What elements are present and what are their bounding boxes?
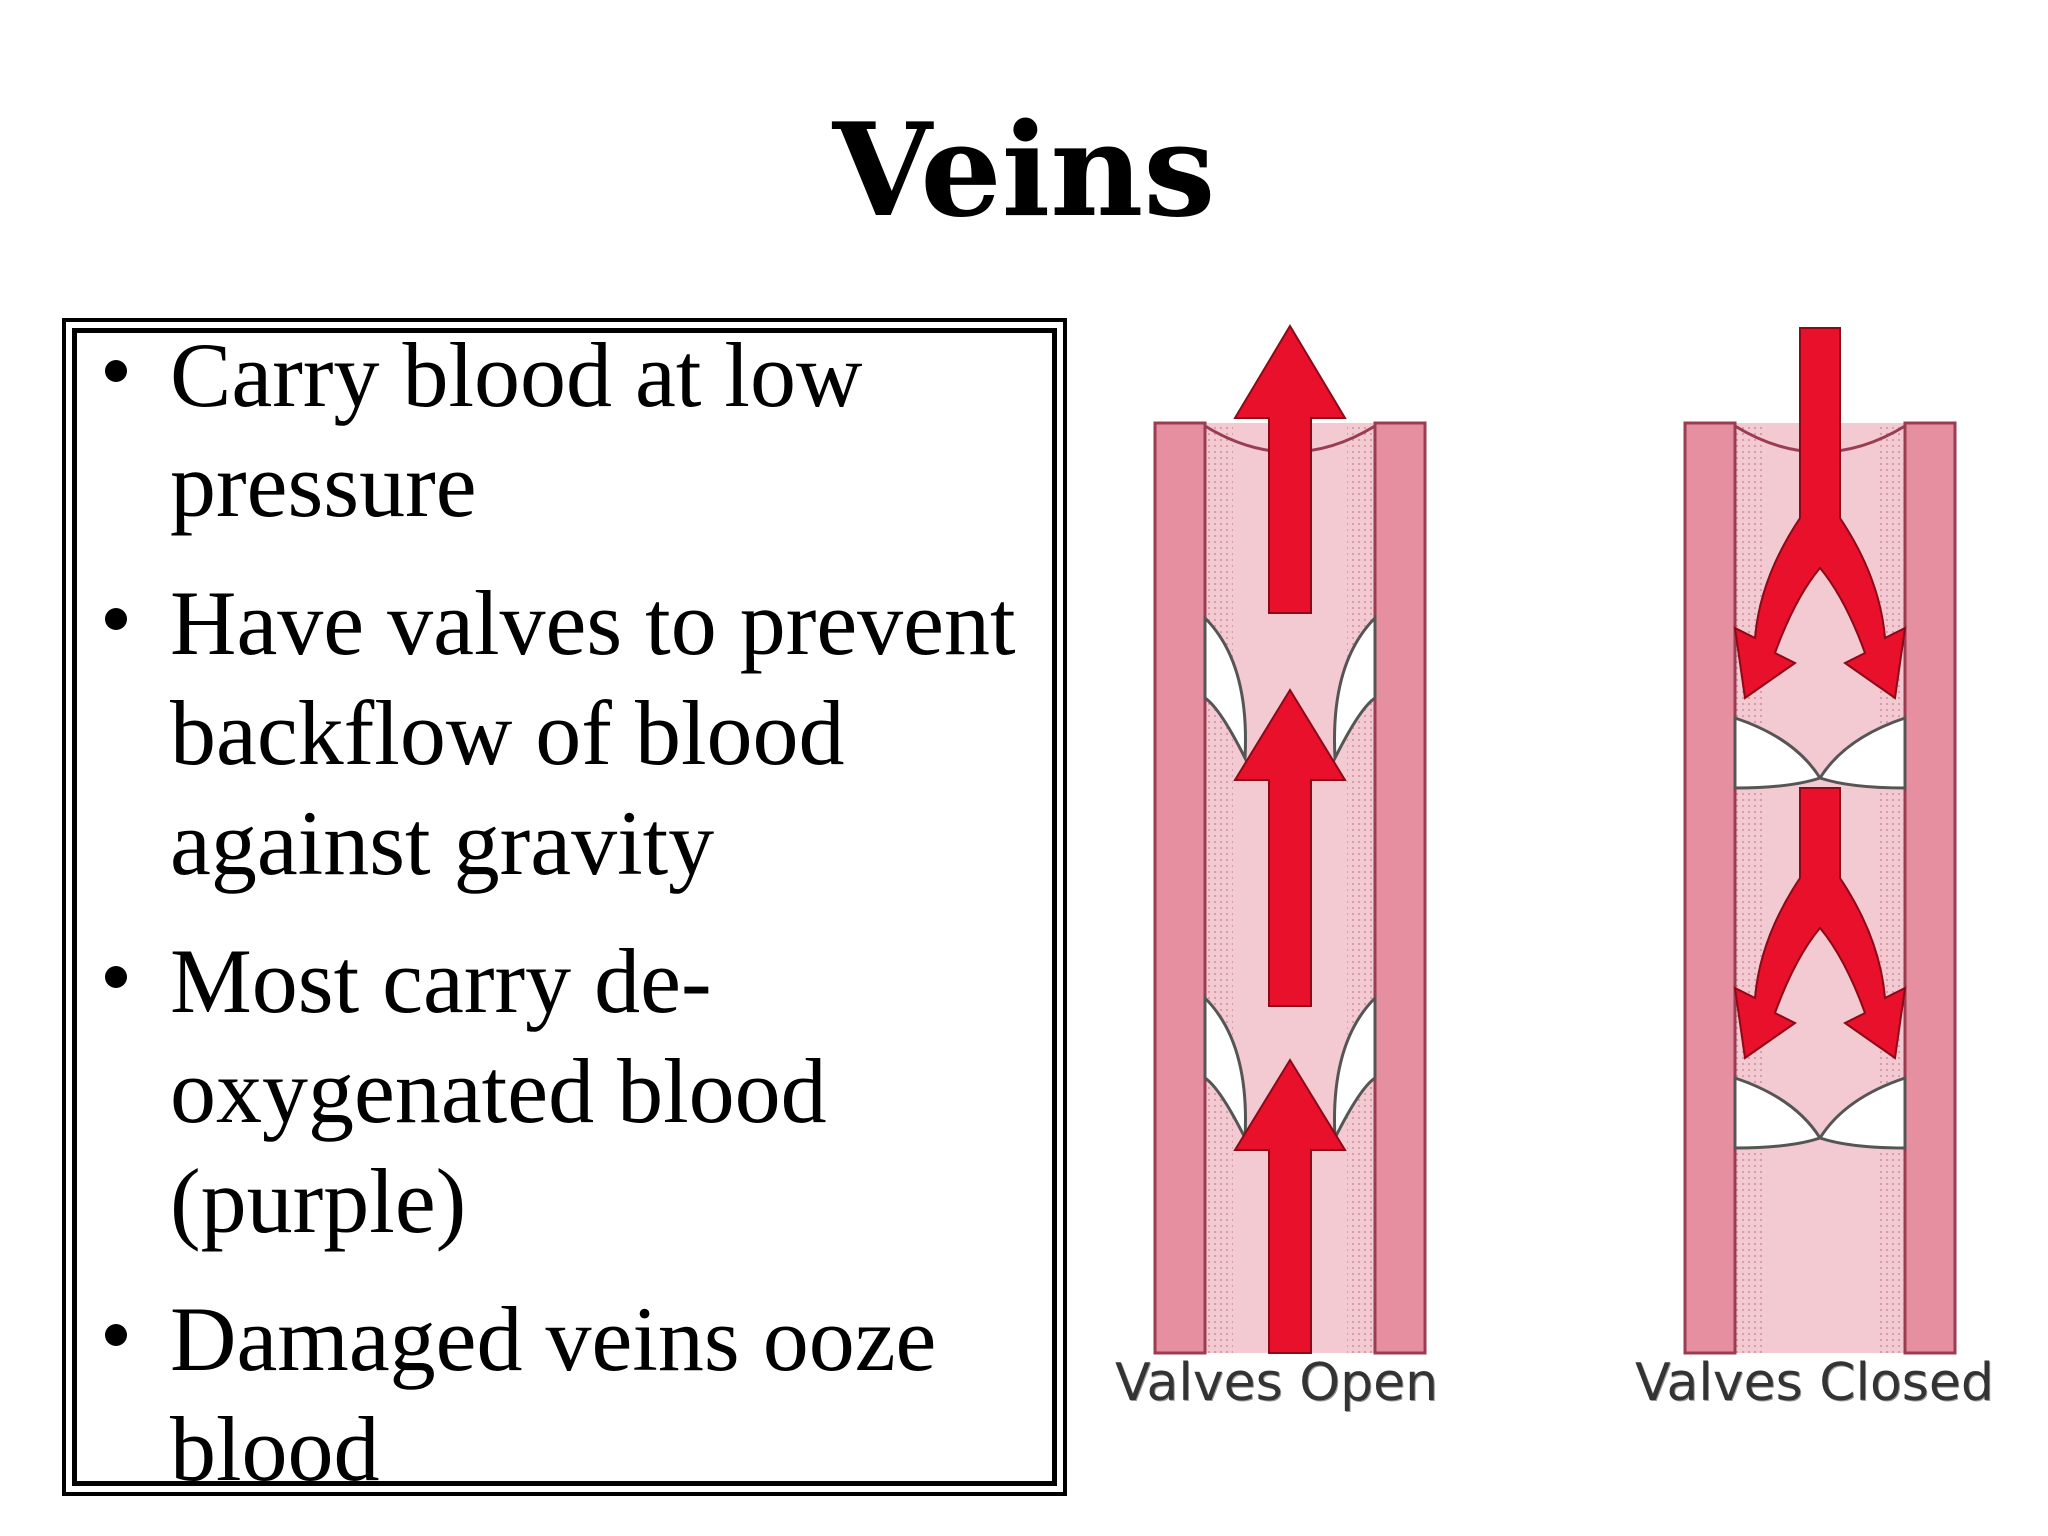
closed-valve-lower: [1733, 1075, 1907, 1150]
bullet-dot-icon: [105, 608, 127, 630]
open-vein-left-wall: [1153, 421, 1207, 1355]
bullet-dot-icon: [105, 1324, 127, 1346]
closed-vein-right-wall: [1903, 421, 1957, 1355]
closed-vein-left-wall: [1683, 421, 1737, 1355]
vein-valve-illustration: [1153, 324, 1957, 1355]
valves-closed-label: Valves Closed: [1635, 1353, 1994, 1413]
bullet-dot-icon: [105, 966, 127, 988]
bullet-text: Damaged veins ooze blood: [170, 1288, 937, 1500]
bullet-box: [62, 318, 1067, 1496]
bullet-item: Carry blood at low pressure: [70, 320, 1060, 540]
up-arrow-middle: [1233, 688, 1347, 1007]
bullet-text: Carry blood at low pressure: [170, 324, 863, 536]
up-arrow-top: [1233, 324, 1347, 614]
page-title: Veins: [832, 96, 1216, 246]
open-vein: [1153, 324, 1427, 1355]
closed-vein: [1683, 327, 1957, 1355]
up-arrow-bottom: [1233, 1058, 1347, 1354]
bullet-box-inner-border: [72, 328, 1057, 1486]
open-valve-upper: [1203, 614, 1377, 764]
bullet-list: Carry blood at low pressure Have valves …: [70, 320, 1060, 1532]
open-vein-right-wall: [1373, 421, 1427, 1355]
closed-valve-upper: [1733, 715, 1907, 790]
valves-open-label: Valves Open: [1115, 1353, 1439, 1413]
bullet-item: Have valves to prevent backflow of blood…: [70, 568, 1060, 898]
vein-valve-diagram: Valves Open Valves Closed: [1105, 318, 2005, 1438]
bullet-dot-icon: [105, 360, 127, 382]
split-arrow-lower: [1733, 787, 1907, 1060]
bullet-text: Have valves to prevent backflow of blood…: [170, 572, 1016, 894]
split-arrow-upper: [1733, 327, 1907, 700]
open-valve-lower: [1203, 994, 1377, 1144]
bullet-item: Damaged veins ooze blood: [70, 1284, 1060, 1504]
bullet-item: Most carry de-oxygenated blood (purple): [70, 926, 1060, 1256]
bullet-text: Most carry de-oxygenated blood (purple): [170, 930, 827, 1252]
